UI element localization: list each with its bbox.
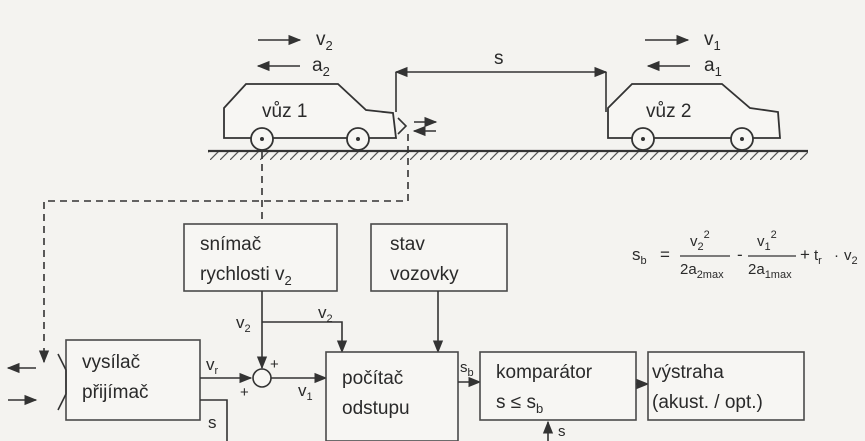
computer-line1: počítač: [342, 368, 403, 389]
comparator-block: [479, 351, 637, 421]
braking-distance-formula: sb = v22 2a2max - v12 2a1max + tr · v2: [632, 229, 858, 281]
summing-plus-top: +: [270, 356, 279, 373]
warning-line1: výstraha: [652, 362, 724, 383]
speed-sensor-block: [183, 223, 338, 292]
road-state-block: [370, 223, 508, 292]
distance-computer-block: [325, 351, 459, 441]
summing-junction: [252, 368, 272, 388]
speed-sensor-line1: snímač: [200, 234, 261, 255]
transceiver-line2: přijímač: [82, 382, 149, 403]
formula-v: v2: [844, 247, 858, 267]
car1-accel-label: a2: [312, 55, 330, 79]
formula-tr: tr: [814, 247, 822, 267]
v2-left-label: v2: [236, 313, 251, 335]
road: [208, 149, 808, 160]
sb-label: sb: [460, 359, 474, 379]
formula-lhs: sb: [632, 245, 647, 267]
formula-eq: =: [660, 245, 670, 264]
s-output-label: s: [208, 413, 217, 432]
comparator-line2: s ≤ sb: [496, 392, 543, 416]
s-output-line: [200, 399, 228, 441]
distance-arrow: [394, 66, 608, 112]
road-state-line1: stav: [390, 234, 425, 255]
computer-line2: odstupu: [342, 398, 410, 419]
formula-dot: ·: [834, 247, 839, 264]
antenna-icon: [57, 353, 67, 411]
car2: [607, 83, 781, 151]
comparator-line1: komparátor: [496, 362, 593, 383]
s-bottom-label: s: [558, 423, 566, 440]
car2-accel-label: a1: [704, 55, 722, 79]
car1-velocity-label: v2: [316, 29, 333, 53]
transceiver-line1: vysílač: [82, 352, 140, 373]
formula-num2: v12: [757, 229, 777, 253]
car2-label: vůz 2: [646, 101, 691, 122]
warning-block: [647, 351, 805, 421]
speed-sensor-line2: rychlosti v2: [200, 264, 292, 288]
distance-label: s: [494, 48, 504, 69]
warning-line2: (akust. / opt.): [652, 392, 763, 413]
summing-plus-left: +: [240, 384, 249, 401]
formula-minus: -: [737, 245, 743, 264]
v2-to-computer-line: [262, 321, 348, 354]
formula-den2: 2a1max: [748, 261, 792, 281]
car1-label: vůz 1: [262, 101, 307, 122]
formula-num1: v22: [690, 229, 710, 253]
road-state-line2: vozovky: [390, 264, 459, 285]
radar-dashed-link: [38, 134, 409, 364]
v1-label: v1: [298, 381, 313, 403]
radar-sensor-icon: [397, 116, 438, 137]
car1: [223, 83, 398, 151]
formula-den1: 2a2max: [680, 261, 724, 281]
car2-velocity-label: v1: [704, 29, 721, 53]
vr-label: vr: [206, 355, 219, 377]
v2-right-label: v2: [318, 303, 333, 325]
formula-plus: +: [800, 245, 810, 264]
